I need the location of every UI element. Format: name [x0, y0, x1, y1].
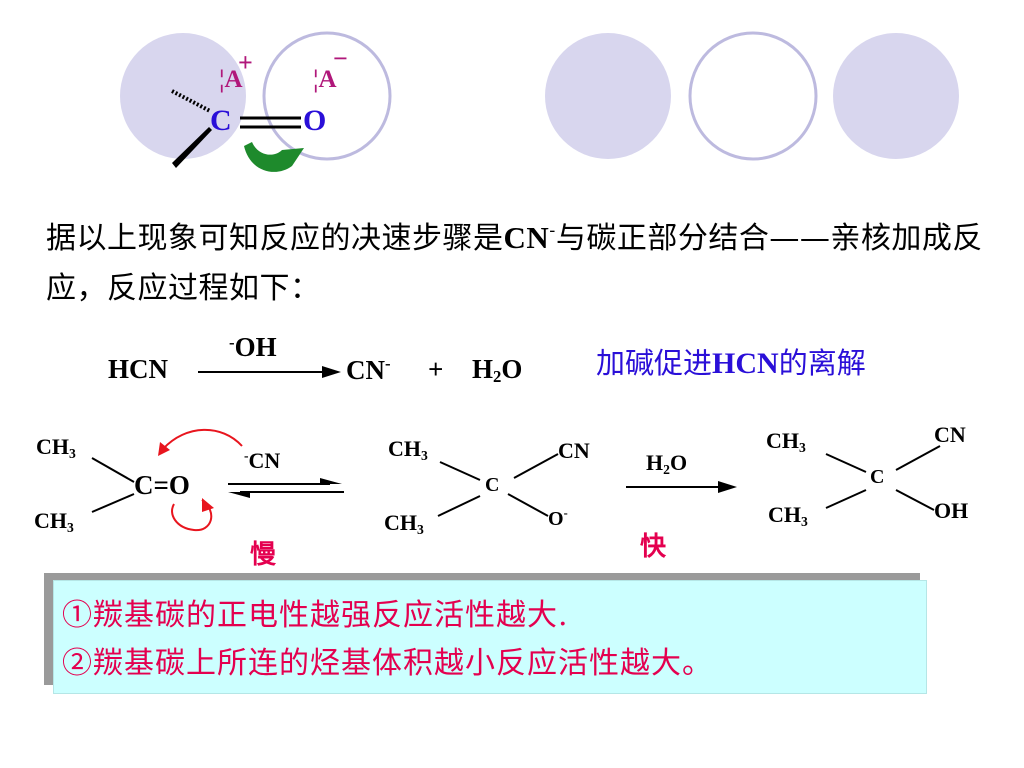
water-h: H — [472, 354, 494, 384]
water-reagent-sub: 2 — [663, 462, 670, 477]
reaction3-arrow-head — [718, 481, 737, 493]
top-oxygen: O — [303, 104, 327, 137]
oh-catalyst: -OH — [229, 332, 277, 363]
product-ch3-bottom: CH3 — [768, 502, 808, 530]
charge-plus: + — [238, 48, 253, 77]
reactant-ch3-bottom: CH3 — [34, 508, 74, 536]
intermediate-bond-ll — [437, 495, 481, 517]
oh-label: OH — [234, 332, 277, 362]
summary-line-2: ②羰基碳上所连的烃基体积越小反应活性越大。 — [62, 646, 713, 681]
paragraph-cn: CN — [503, 220, 550, 255]
reactant-bond-lower — [91, 493, 135, 513]
intermediate-bond-ul — [439, 461, 481, 481]
product-bond-ul — [825, 453, 867, 473]
base-note-hcn: HCN — [712, 347, 779, 380]
ch3-label: CH — [384, 510, 417, 535]
product-bond-lr — [895, 489, 935, 511]
fast-label: 快 — [640, 532, 667, 562]
reactant-bond-upper — [91, 457, 135, 483]
deco-circle-3 — [545, 33, 671, 159]
water-sub: 2 — [493, 367, 502, 386]
summary-line-1: ①羰基碳的正电性越强反应活性越大. — [62, 598, 569, 633]
red-arrow-head-top — [158, 442, 170, 456]
base-note-part1: 加碱促进 — [596, 346, 713, 380]
intermediate-cn: CN — [558, 438, 590, 463]
reactant-ch3-top: CH3 — [36, 434, 76, 462]
water-reagent-h: H — [646, 450, 664, 475]
paragraph-cn-charge: - — [549, 220, 556, 241]
ch3-sub: 3 — [799, 440, 806, 455]
water-o: O — [501, 354, 523, 384]
intermediate-ch3-bottom: CH3 — [384, 510, 424, 538]
carbonyl-group: C=O — [134, 470, 190, 500]
intermediate-ch3-top: CH3 — [388, 436, 428, 464]
base-note: 加碱促进HCN的离解 — [596, 340, 866, 382]
cn-product: CN- — [346, 354, 391, 386]
intermediate-carbon: C — [485, 474, 500, 496]
product-oh: OH — [934, 498, 969, 523]
lone-pair-left: ¦A — [219, 66, 243, 93]
dashed-wedge-bond — [171, 89, 211, 113]
cyanide-reagent: -CN — [244, 448, 280, 474]
deco-circle-4 — [688, 31, 818, 161]
equilibrium-back-head — [228, 492, 250, 498]
water-reagent: H2O — [646, 450, 687, 478]
product-carbon: C — [870, 466, 885, 488]
deco-circle-5 — [833, 33, 959, 159]
red-curved-arrow-top — [162, 428, 243, 450]
hcn-reactant: HCN — [108, 354, 168, 384]
ch3-sub: 3 — [417, 522, 424, 537]
lone-pair-right: ¦A — [313, 66, 337, 93]
product-bond-ur — [895, 445, 941, 471]
cn-product-label: CN — [346, 355, 385, 385]
top-carbon: C — [210, 104, 232, 137]
charge-minus: − — [333, 44, 348, 73]
ch3-label: CH — [768, 502, 801, 527]
intermediate-bond-lr — [507, 493, 549, 517]
slow-label: 慢 — [250, 540, 277, 570]
ch3-sub: 3 — [69, 446, 76, 461]
product-ch3-top: CH3 — [766, 428, 806, 456]
ch3-label: CH — [766, 428, 799, 453]
plus-sign: + — [428, 354, 444, 384]
ch3-label: CH — [36, 434, 69, 459]
paragraph-part2: 与碳正部分结合——亲核加成反应，反应过程如下： — [46, 221, 983, 306]
paragraph-part1: 据以上现象可知反应的决速步骤是 — [46, 221, 504, 256]
ch3-sub: 3 — [67, 520, 74, 535]
product-cn: CN — [934, 422, 966, 447]
intermediate-oxide: O- — [548, 506, 568, 531]
ch3-label: CH — [34, 508, 67, 533]
ch3-label: CH — [388, 436, 421, 461]
intermediate-bond-ur — [513, 453, 559, 479]
reaction1-arrow-head — [322, 366, 341, 378]
oxide-label: O — [548, 508, 564, 530]
cn-product-charge: - — [385, 354, 391, 373]
water-reagent-o: O — [669, 450, 688, 475]
cyanide-label: CN — [248, 448, 281, 473]
summary-box — [53, 580, 927, 694]
cyanide-charge: - — [244, 448, 249, 463]
equilibrium-forward-head — [320, 478, 342, 484]
product-bond-ll — [825, 489, 867, 509]
red-curved-arrow-bottom — [171, 499, 213, 532]
oxide-charge: - — [563, 506, 568, 520]
base-note-part2: 的离解 — [778, 346, 866, 380]
water-product: H2O — [472, 354, 522, 387]
ch3-sub: 3 — [421, 448, 428, 463]
green-curved-arrow — [244, 142, 304, 172]
solid-wedge-bond — [172, 127, 212, 168]
deco-circle-2 — [262, 31, 392, 161]
explanation-paragraph: 据以上现象可知反应的决速步骤是CN-与碳正部分结合——亲核加成反应，反应过程如下… — [46, 206, 986, 314]
oh-charge: - — [229, 333, 235, 352]
ch3-sub: 3 — [801, 514, 808, 529]
red-arrow-head-bottom — [202, 498, 214, 512]
